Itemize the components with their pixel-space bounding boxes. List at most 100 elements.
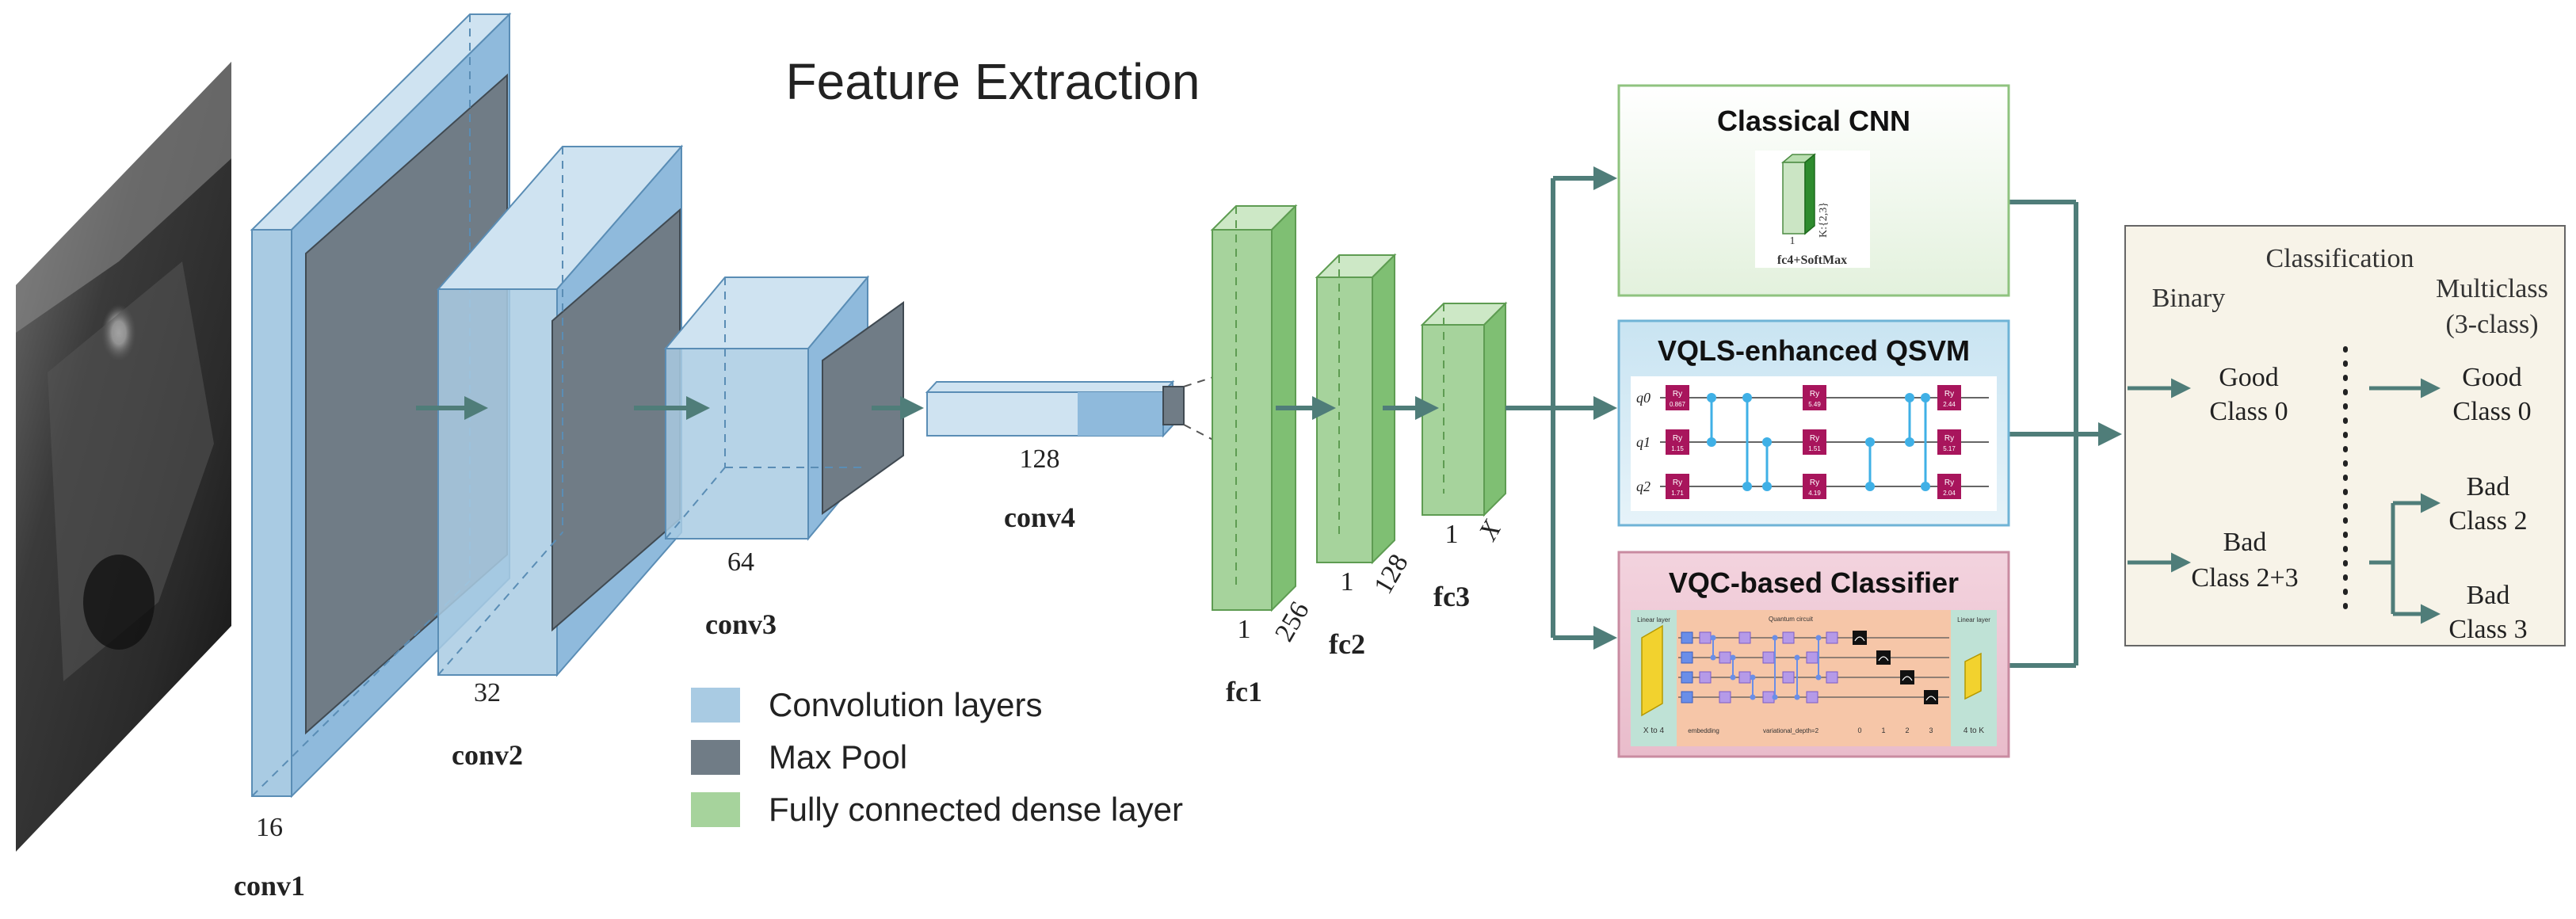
multiclass-subtitle: (3-class) (2445, 310, 2538, 339)
variational-gate (1782, 671, 1795, 684)
ry-gate-value: 4.19 (1808, 490, 1821, 497)
ry-gate-value: 1.51 (1808, 445, 1821, 452)
multi-item-1-line1: Bad (2467, 472, 2510, 501)
cnn-inner-size-b: K:{2,3} (1818, 202, 1830, 238)
ry-gate-value: 5.49 (1808, 401, 1821, 408)
vqc-target-dot (1772, 694, 1778, 700)
qsvm-title: VQLS-enhanced QSVM (1658, 334, 1970, 367)
variational-gate (1806, 691, 1818, 704)
multiclass-title: Multiclass (2436, 274, 2548, 303)
cz-control-dot (1707, 393, 1716, 402)
cz-control-dot (1762, 437, 1772, 447)
vqc-linear-out-label: Linear layer (1957, 616, 1990, 623)
ry-gate-value: 5.17 (1943, 445, 1956, 452)
vqc-linear-in-caption: X to 4 (1643, 726, 1665, 735)
measure-dial (1878, 656, 1889, 662)
conv4-label: conv4 (1004, 501, 1075, 533)
cz-target-dot (1762, 482, 1772, 491)
ry-gate-label: Ry (1810, 434, 1819, 443)
legend-swatch-dense (691, 792, 740, 827)
qsvm-qubit-label: q0 (1636, 390, 1651, 406)
vqc-target-dot (1730, 674, 1736, 681)
cz-target-dot (1707, 437, 1716, 447)
ry-gate (1666, 429, 1689, 455)
ry-gate (1666, 474, 1689, 499)
vqc-circuit-label: Quantum circuit (1769, 616, 1814, 623)
vqc-linear-in-label: Linear layer (1637, 616, 1670, 623)
ry-gate-label: Ry (1673, 390, 1682, 398)
binary-item-1-line1: Bad (2223, 528, 2267, 557)
cz-control-dot (1865, 437, 1875, 447)
measure-dial (1925, 696, 1937, 701)
multi-item-2-line2: Class 3 (2448, 615, 2527, 644)
variational-gate (1782, 631, 1795, 644)
measure-dial (1854, 636, 1865, 642)
vqc-target-dot (1815, 674, 1822, 681)
binary-item-0-line2: Class 0 (2209, 397, 2288, 426)
cz-target-dot (1865, 482, 1875, 491)
conv4-block (925, 372, 1229, 448)
variational-gate (1826, 671, 1838, 684)
fc3-size-b: X (1473, 515, 1508, 546)
vqc-control-dot (1794, 654, 1800, 661)
multi-item-2-line1: Bad (2467, 581, 2510, 610)
vqc-control-dot (1750, 674, 1756, 681)
ry-gate-value: 0.867 (1670, 401, 1686, 408)
ry-gate-label: Ry (1944, 434, 1954, 443)
binary-item-0-line1: Good (2219, 363, 2279, 392)
vqc-variational-label: variational_depth=2 (1763, 727, 1819, 734)
conv2-size: 32 (474, 678, 501, 707)
branch-arrows (1506, 166, 2122, 668)
variational-gate (1699, 631, 1712, 644)
measure-label: 2 (1905, 726, 1909, 734)
vqc-box: VQC-based Classifier Linear layer X to 4… (1617, 551, 2010, 758)
ry-gate-value: 2.44 (1943, 401, 1956, 408)
conv2-label: conv2 (452, 739, 523, 771)
conv3-size: 64 (727, 547, 754, 577)
legend-label-dense: Fully connected dense layer (769, 791, 1183, 828)
variational-gate (1826, 631, 1838, 644)
conv3-block (663, 275, 904, 541)
measure-icon (1853, 631, 1867, 645)
qsvm-circuit-drawing: q0q1q2Ry0.867Ry1.15Ry1.71Ry5.49Ry1.51Ry4… (1636, 385, 1989, 499)
fc3-label: fc3 (1433, 581, 1470, 612)
fc2-label: fc2 (1329, 628, 1365, 660)
classification-panel: Classification Binary Multiclass (3-clas… (2124, 225, 2566, 646)
vqc-target-dot (1794, 694, 1800, 700)
ry-gate-label: Ry (1673, 479, 1682, 487)
classical-cnn-title: Classical CNN (1717, 105, 1910, 137)
ry-gate (1937, 385, 1961, 410)
variational-gate (1738, 671, 1751, 684)
embedding-gate (1681, 631, 1693, 644)
variational-gate (1806, 651, 1818, 664)
multi-item-0-line1: Good (2462, 363, 2522, 392)
conv3-label: conv3 (705, 608, 777, 640)
ry-gate-value: 1.15 (1671, 445, 1684, 452)
cnn-inner-caption: fc4+SoftMax (1777, 254, 1847, 267)
ry-gate-label: Ry (1944, 479, 1954, 487)
conv1-label: conv1 (234, 870, 305, 902)
fc1-label: fc1 (1226, 676, 1262, 707)
qsvm-box: VQLS-enhanced QSVM q0q1q2Ry0.867Ry1.15Ry… (1617, 319, 2010, 527)
binary-item-1-line2: Class 2+3 (2191, 563, 2298, 593)
conv2-block (436, 144, 684, 677)
ry-gate (1803, 474, 1826, 499)
vqc-control-dot (1710, 635, 1716, 641)
embedding-gate (1681, 671, 1693, 684)
variational-gate (1699, 671, 1712, 684)
input-image (16, 62, 231, 852)
ry-gate (1803, 429, 1826, 455)
vqc-control-dot (1730, 654, 1736, 661)
measure-dial (1902, 676, 1913, 681)
ry-gate-value: 1.71 (1671, 490, 1684, 497)
variational-gate (1719, 691, 1731, 704)
vqc-embedding-label: embedding (1688, 727, 1719, 734)
measure-label: 1 (1881, 726, 1885, 734)
ry-gate-value: 2.04 (1943, 490, 1956, 497)
ry-gate (1803, 385, 1826, 410)
ry-gate (1666, 385, 1689, 410)
legend-label-conv: Convolution layers (769, 686, 1043, 723)
classical-cnn-box: Classical CNN 1 K:{2,3} fc4+SoftMax (1617, 84, 2010, 297)
